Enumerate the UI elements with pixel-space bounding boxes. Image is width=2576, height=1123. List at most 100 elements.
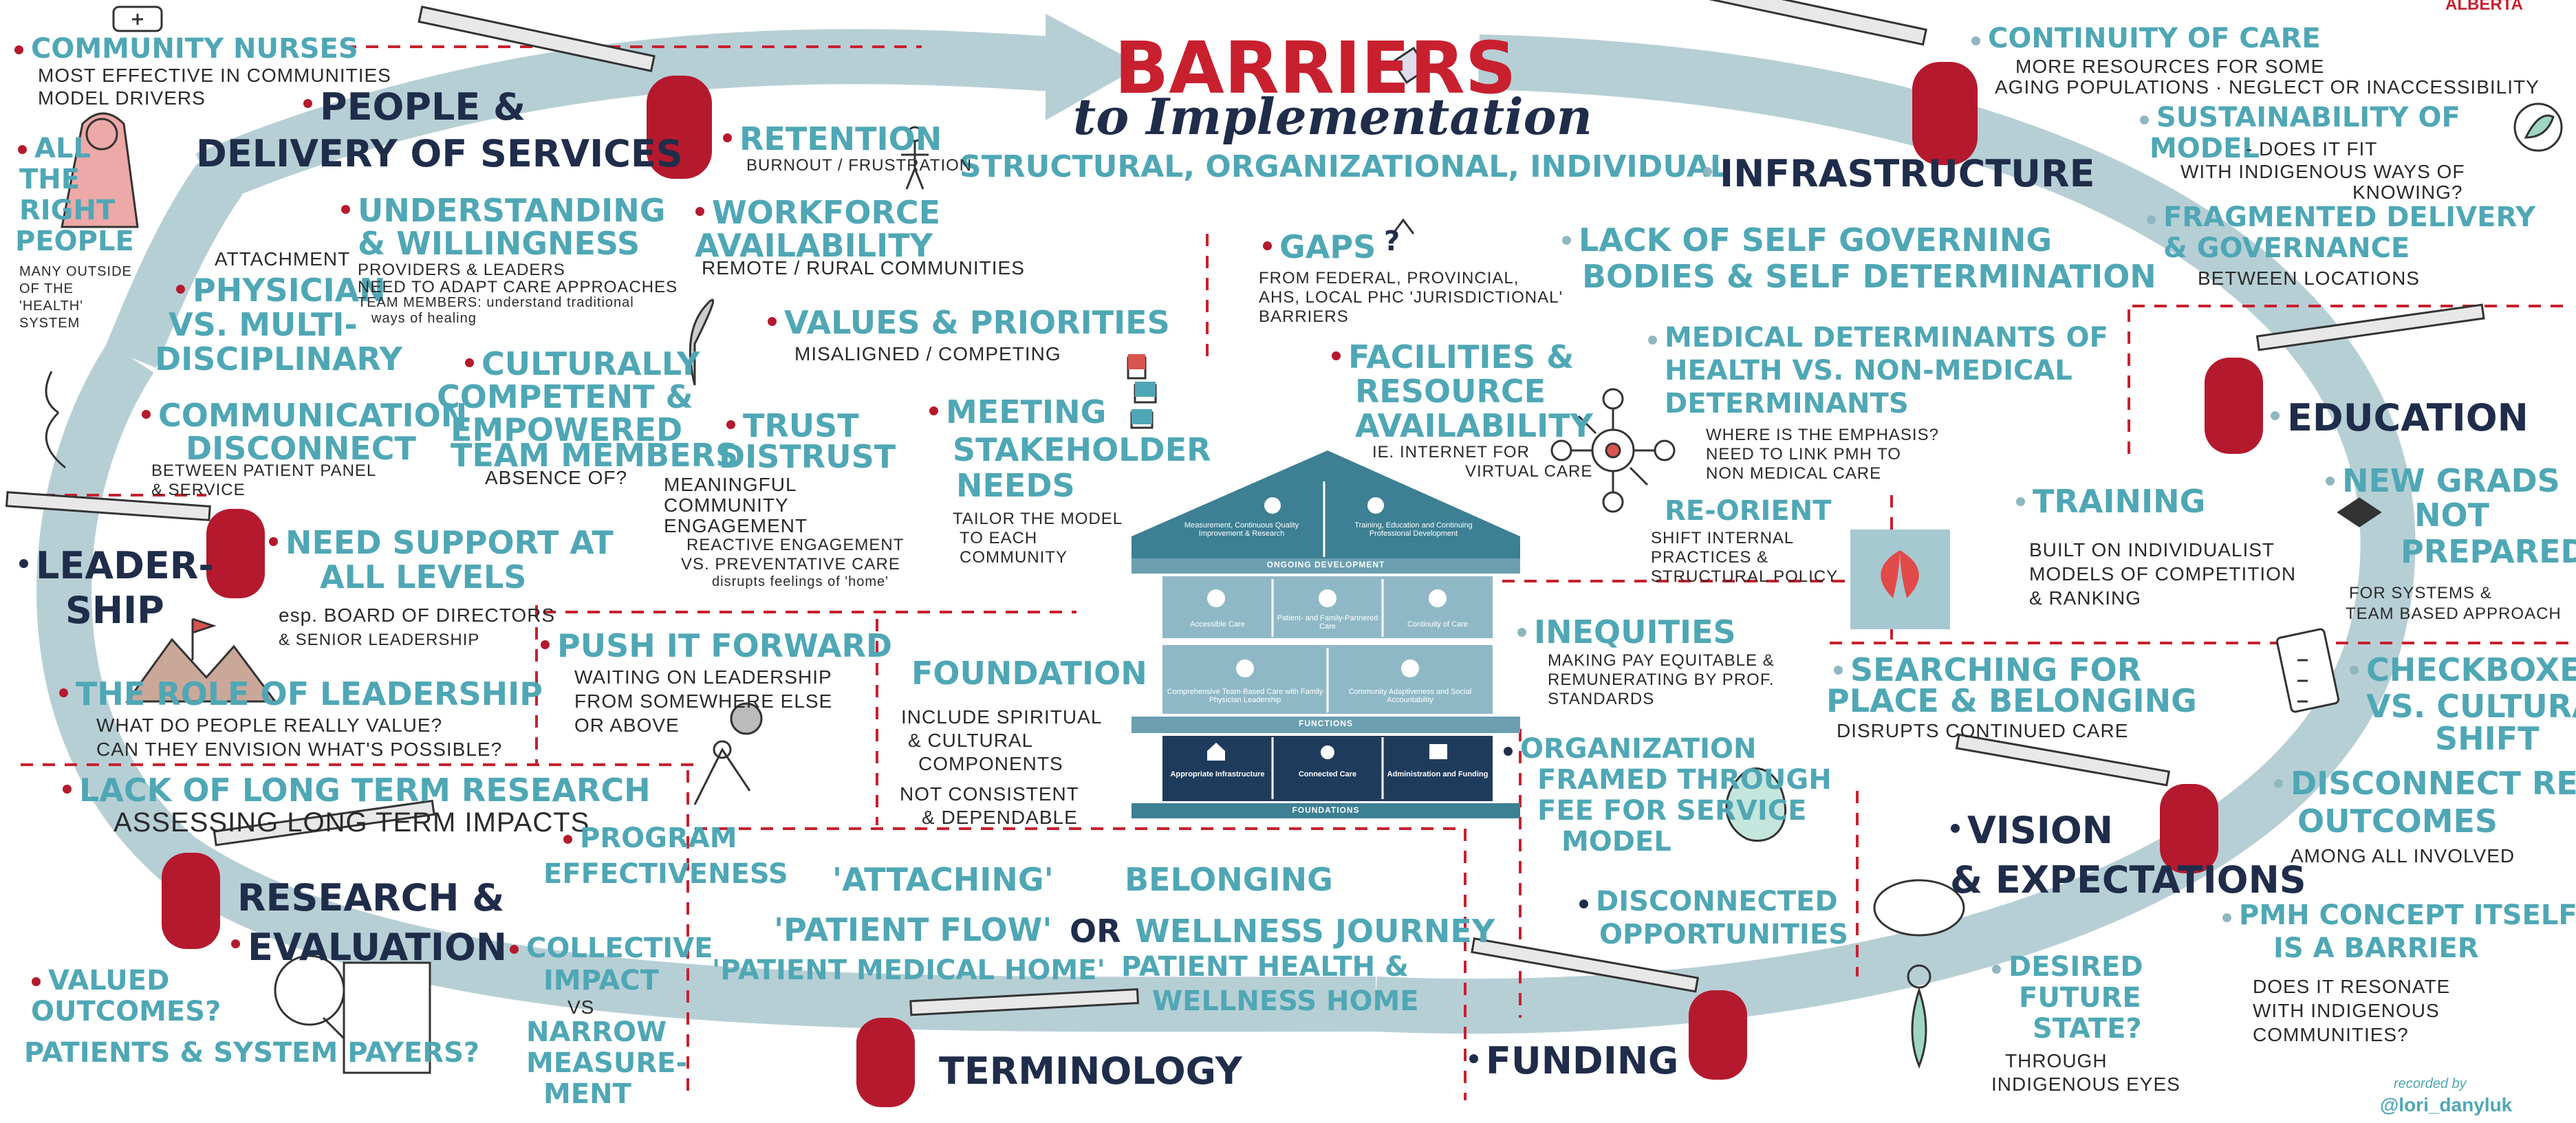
patients-system-payers: PATIENTS & SYSTEM PAYERS?: [24, 1037, 480, 1069]
disconnected-1: DISCONNECTED: [1579, 886, 1838, 917]
pmh-note-2: WITH INDIGENOUS: [2253, 1000, 2440, 1021]
new-grads-note-2: TEAM BASED APPROACH: [2346, 604, 2562, 623]
measure: MEASURE-: [526, 1047, 688, 1079]
house-roof-left-label: Measurement, Continuous Quality Improvem…: [1184, 521, 1299, 538]
house-function-accessible: Accessible Care: [1190, 620, 1245, 629]
corner-logo: ALBERTA: [2445, 0, 2523, 14]
title-tagline: STRUCTURAL, ORGANIZATIONAL, INDIVIDUAL: [960, 149, 1729, 184]
sustainability: SUSTAINABILITY OF: [2140, 102, 2460, 133]
prepared: PREPARED: [2401, 533, 2576, 570]
communication: COMMUNICATION: [141, 397, 468, 434]
section-vision: VISION: [1951, 809, 2113, 852]
push-note-1: WAITING ON LEADERSHIP: [574, 666, 832, 688]
vs-word: VS: [567, 996, 595, 1018]
house-function-community: Community Adaptiveness and Social Accoun…: [1348, 688, 1472, 705]
continuity-note-1: MORE RESOURCES FOR SOME: [2015, 56, 2325, 77]
fragmented-note: BETWEEN LOCATIONS: [2198, 268, 2420, 289]
place-belonging: PLACE & BELONGING: [1826, 682, 2197, 719]
new-grads-note-1: FOR SYSTEMS &: [2349, 584, 2492, 602]
push-note-3: OR ABOVE: [574, 715, 680, 736]
lack-long-term-research: LACK OF LONG TERM RESEARCH: [63, 772, 651, 809]
understanding-note-4: ways of healing: [371, 311, 477, 326]
willingness: & WILLINGNESS: [358, 225, 640, 262]
needs: NEEDS: [956, 467, 1075, 504]
distrust: DISTRUST: [719, 438, 896, 475]
trust-note-2: COMMUNITY: [664, 494, 789, 516]
section-terminology: TERMINOLOGY: [939, 1049, 1242, 1093]
section-infrastructure: INFRASTRUCTURE: [1702, 152, 2095, 195]
facilities-note-2: VIRTUAL CARE: [1465, 462, 1593, 481]
house-foundation-admin: Administration and Funding: [1387, 770, 1489, 778]
meeting-note-2: TO EACH: [960, 529, 1038, 547]
gaps-note-2: AHS, LOCAL PHC 'JURISDICTIONAL': [1259, 288, 1563, 307]
trust-note-3: ENGAGEMENT: [664, 515, 808, 536]
foundation-note-2: & CULTURAL: [908, 730, 1034, 751]
community-nurses: COMMUNITY NURSES: [14, 33, 358, 65]
retention: RETENTION: [722, 120, 942, 157]
competent: COMPETENT &: [437, 378, 693, 415]
community-nurses-note-2: MODEL DRIVERS: [38, 87, 206, 109]
availability: AVAILABILITY: [695, 227, 933, 264]
organization-1: ORGANIZATION: [1503, 733, 1757, 765]
pmh-note-1: DOES IT RESONATE: [2253, 976, 2451, 997]
section-vision-2: & EXPECTATIONS: [1950, 858, 2306, 902]
foundation-note-5: & DEPENDABLE: [922, 807, 1078, 828]
searching-note: DISRUPTS CONTINUED CARE: [1837, 720, 2129, 741]
not-word: NOT: [2414, 497, 2489, 534]
house-band-foundations: FOUNDATIONS: [1292, 805, 1360, 815]
sustainability-model: MODEL: [2150, 133, 2260, 164]
sustainability-note-1: - DOES IT FIT: [2246, 138, 2378, 160]
house-foundation-infrastructure: Appropriate Infrastructure: [1170, 770, 1265, 778]
community-nurses-note-1: MOST EFFECTIVE IN COMMUNITIES: [38, 65, 391, 86]
meeting-note-3: COMMUNITY: [960, 548, 1068, 567]
patient-medical-home: 'PATIENT MEDICAL HOME': [712, 955, 1105, 986]
support-note-2: & SENIOR LEADERSHIP: [279, 631, 480, 649]
self-governing: LACK OF SELF GOVERNING: [1561, 221, 2053, 259]
desired-note-2: INDIGENOUS EYES: [1991, 1073, 2180, 1095]
section-dividers: [21, 45, 2573, 1100]
resource: RESOURCE: [1355, 373, 1546, 410]
vs-cultural: VS. CULTURAL: [2366, 688, 2576, 725]
pmh-note-3: COMMUNITIES?: [2253, 1024, 2409, 1045]
is-a-barrier: IS A BARRIER: [2273, 933, 2479, 964]
foundation-note-3: COMPONENTS: [918, 753, 1063, 774]
checkboxes: CHECKBOXES: [2350, 653, 2576, 686]
attachment-label: ATTACHMENT: [215, 248, 351, 270]
wellness-home: WELLNESS HOME: [1152, 985, 1419, 1017]
self-determination: BODIES & SELF DETERMINATION: [1582, 258, 2156, 295]
impact: IMPACT: [543, 965, 659, 996]
gaps-question: ?: [1384, 226, 1400, 257]
availability-2: AVAILABILITY: [1355, 407, 1593, 444]
title-subtitle: to Implementation: [1073, 87, 1592, 146]
gaps-note-1: FROM FEDERAL, PROVINCIAL,: [1259, 269, 1519, 287]
future: FUTURE: [2019, 982, 2141, 1014]
meeting: MEETING: [929, 393, 1107, 430]
support-note-1: esp. BOARD OF DIRECTORS: [279, 604, 556, 626]
section-people: PEOPLE &: [303, 85, 526, 129]
house-foundation-connected: Connected Care: [1298, 770, 1357, 778]
disconnect-outcomes: OUTCOMES: [2297, 803, 2498, 840]
section-research: RESEARCH &: [237, 876, 505, 919]
or-word: OR: [1070, 913, 1121, 950]
facilities-note-1: IE. INTERNET FOR: [1372, 443, 1530, 461]
right-word: RIGHT: [19, 195, 116, 226]
medical-determinants-2: HEALTH VS. NON-MEDICAL: [1665, 355, 2072, 386]
color-blocks: [1128, 354, 1950, 629]
foundation-note-1: INCLUDE SPIRITUAL: [901, 706, 1103, 728]
vs-multi: VS. MULTI-: [169, 306, 358, 343]
absence-note: ABSENCE OF?: [485, 467, 628, 488]
shift: SHIFT: [2435, 720, 2540, 757]
trust-note-1: MEANINGFUL: [664, 474, 797, 495]
gaps: GAPS: [1262, 228, 1376, 265]
section-funding: FUNDING: [1469, 1039, 1679, 1082]
training: TRAINING: [2015, 483, 2206, 520]
understanding: UNDERSTANDING: [340, 192, 666, 229]
searching: SEARCHING FOR: [1833, 651, 2142, 688]
narrow: NARROW: [526, 1016, 667, 1048]
new-grads: NEW GRADS: [2326, 462, 2560, 499]
people-note-3: 'HEALTH': [19, 298, 84, 314]
reorient: RE-ORIENT: [1665, 495, 1832, 527]
belonging: BELONGING: [1125, 861, 1333, 898]
training-note-3: & RANKING: [2029, 587, 2142, 609]
